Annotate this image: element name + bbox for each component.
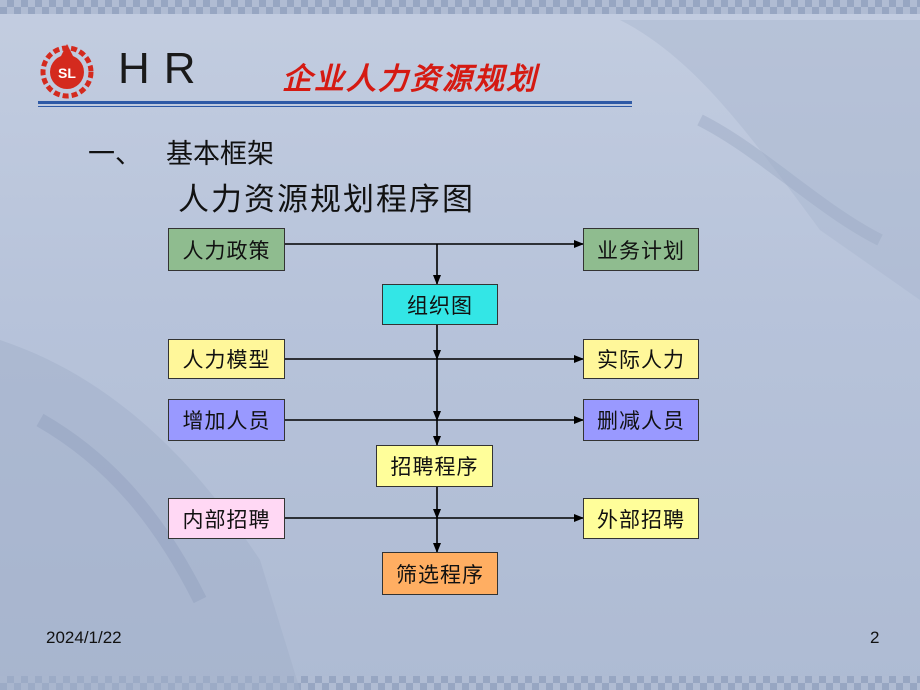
slide-title: 企业人力资源规划 (282, 62, 538, 97)
top-pattern-band (0, 0, 920, 14)
box-screening-process: 筛选程序 (382, 552, 498, 595)
box-actual-hr: 实际人力 (583, 339, 699, 379)
logo-text: SL (58, 65, 76, 81)
box-cut-staff: 删减人员 (583, 399, 699, 441)
box-hr-policy: 人力政策 (168, 228, 285, 271)
diagram-title: 人力资源规划程序图 (178, 182, 475, 218)
title-rule-thick (38, 101, 632, 104)
footer-date: 2024/1/22 (46, 628, 122, 647)
box-org-chart: 组织图 (382, 284, 498, 325)
box-recruit-process: 招聘程序 (376, 445, 493, 487)
section-title: 基本框架 (166, 139, 274, 170)
page-number: 2 (870, 628, 880, 647)
title-rule-thin (38, 106, 632, 107)
box-hr-model: 人力模型 (168, 339, 285, 379)
section-number: 一、 (88, 139, 142, 170)
box-business-plan: 业务计划 (583, 228, 699, 271)
box-external-recruit: 外部招聘 (583, 498, 699, 539)
box-internal-recruit: 内部招聘 (168, 498, 285, 539)
bottom-pattern-band (0, 676, 920, 690)
box-add-staff: 增加人员 (168, 399, 285, 441)
company-logo: SL (40, 44, 94, 99)
hr-heading: HR (118, 44, 210, 93)
